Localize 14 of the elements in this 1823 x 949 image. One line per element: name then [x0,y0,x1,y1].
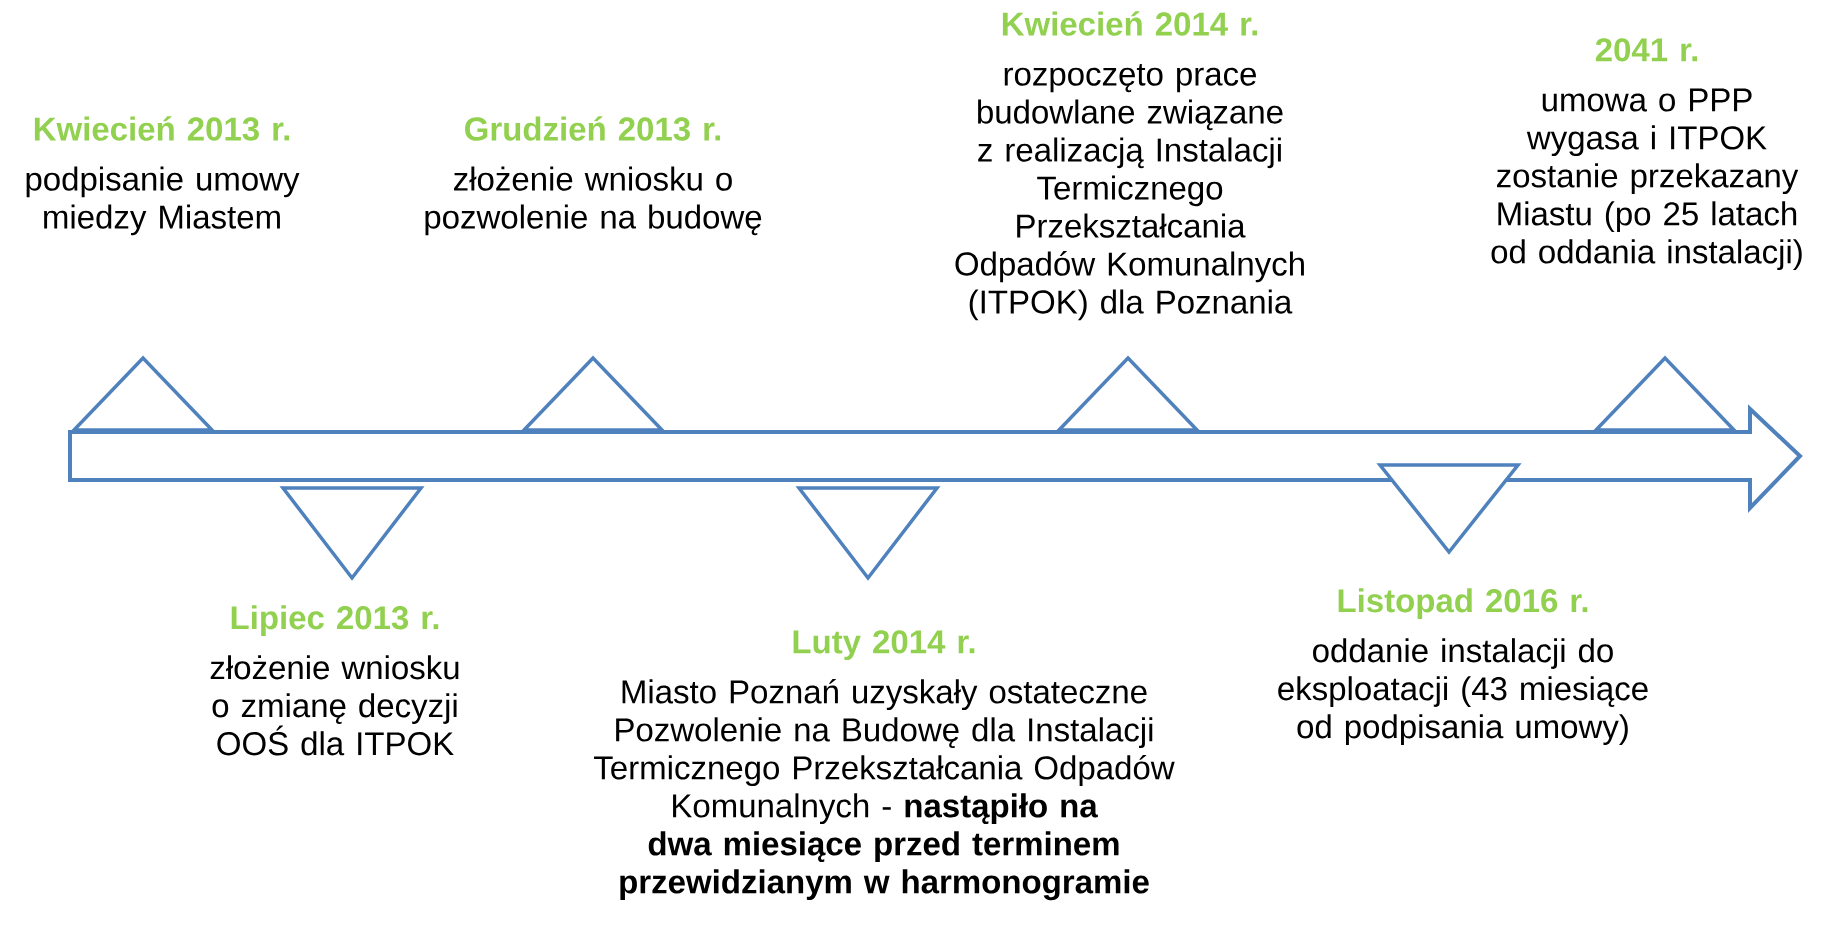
date-heading: Kwiecień 2013 r. [34,116,290,141]
event-description: umowa o PPP wygasa i ITPOK zostanie przekazany Miastu (po 25 latach od oddania instalacji) [1491,88,1802,271]
date-heading: Listopad 2016 r. [1338,588,1588,619]
event-description: rozpoczęto prace budowlane związane z realizacją Instalacji Termicznego Przekształcania Odpadów Komunalnych (ITPOK) dla Poznania [955,64,1304,321]
date-heading: Luty 2014 r. [793,630,975,661]
event-description: Miasto Poznań uzyskały ostateczne Pozwolenie na Budowę dla Instalacji Termicznego Przekształcania Odpadów Komunalnych - nastąpiło na dwa miesiące przed terminem przewidzianym w harmonogramie [594,678,1175,901]
date-heading: Grudzień 2013 r. [465,116,721,141]
event-description: złożenie wniosku o zmianę decyzji OOŚ dla ITPOK [210,655,459,756]
date-heading: Kwiecień 2014 r. [1002,11,1258,36]
date-heading: Lipiec 2013 r. [231,605,439,636]
event-description: złożenie wniosku o pozwolenie na budowę [425,166,762,236]
event-description: podpisanie umowy miedzy Miastem [26,166,300,236]
event-description: oddanie instalacji do eksploatacji (43 miesiące od podpisania umowy) [1278,638,1648,745]
date-heading: 2041 r. [1595,38,1698,62]
